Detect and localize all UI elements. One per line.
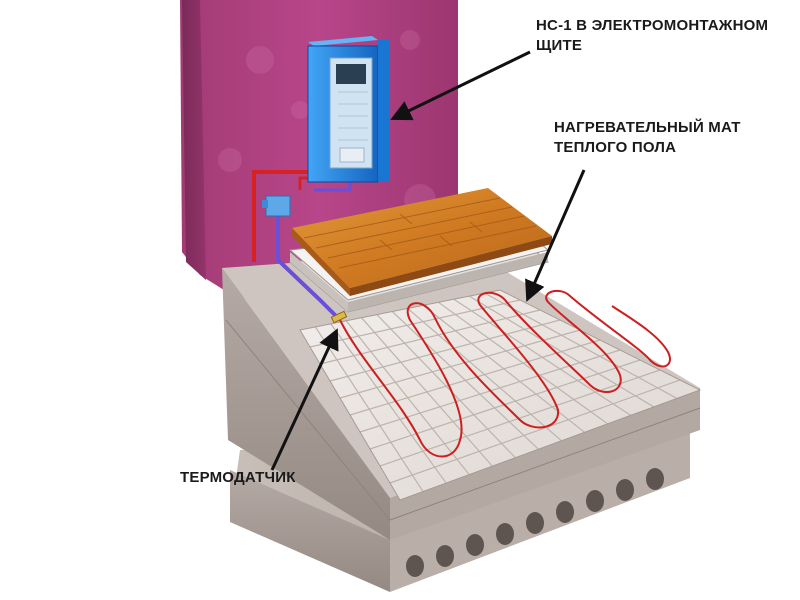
mesh-line — [339, 329, 581, 399]
sensor-label-line1: ТЕРМОДАТЧИК — [180, 469, 296, 486]
arrow-controller — [390, 50, 531, 121]
mesh-line — [329, 319, 561, 382]
arrow-sensor — [270, 328, 339, 471]
controller-label-line1: НС-1 В ЭЛЕКТРОМОНТАЖНОМ — [536, 17, 769, 34]
heating-mesh-area — [299, 289, 702, 501]
heating-mat-callout-label: НАГРЕВАТЕЛЬНЫЙ МАТ ТЕПЛОГО ПОЛА — [554, 118, 741, 158]
heating-mat-label-line2: ТЕПЛОГО ПОЛА — [554, 139, 677, 156]
controller-cabinet — [307, 36, 390, 183]
mesh-line — [349, 339, 601, 416]
callout-arrows — [270, 50, 586, 471]
heating-cable — [339, 289, 671, 458]
controller-label-line2: ЩИТЕ — [536, 37, 583, 54]
mesh-line — [319, 309, 541, 365]
temperature-sensor — [330, 310, 348, 324]
arrow-heating-mat — [525, 169, 586, 302]
mesh-line — [309, 299, 521, 348]
junction-box — [262, 195, 291, 217]
controller-callout-label: НС-1 В ЭЛЕКТРОМОНТАЖНОМ ЩИТЕ — [536, 16, 768, 56]
mesh-line — [389, 379, 681, 484]
parquet-board — [292, 188, 552, 296]
heating-mat-label-line1: НАГРЕВАТЕЛЬНЫЙ МАТ — [554, 119, 741, 136]
sensor-callout-label: ТЕРМОДАТЧИК — [180, 468, 296, 488]
